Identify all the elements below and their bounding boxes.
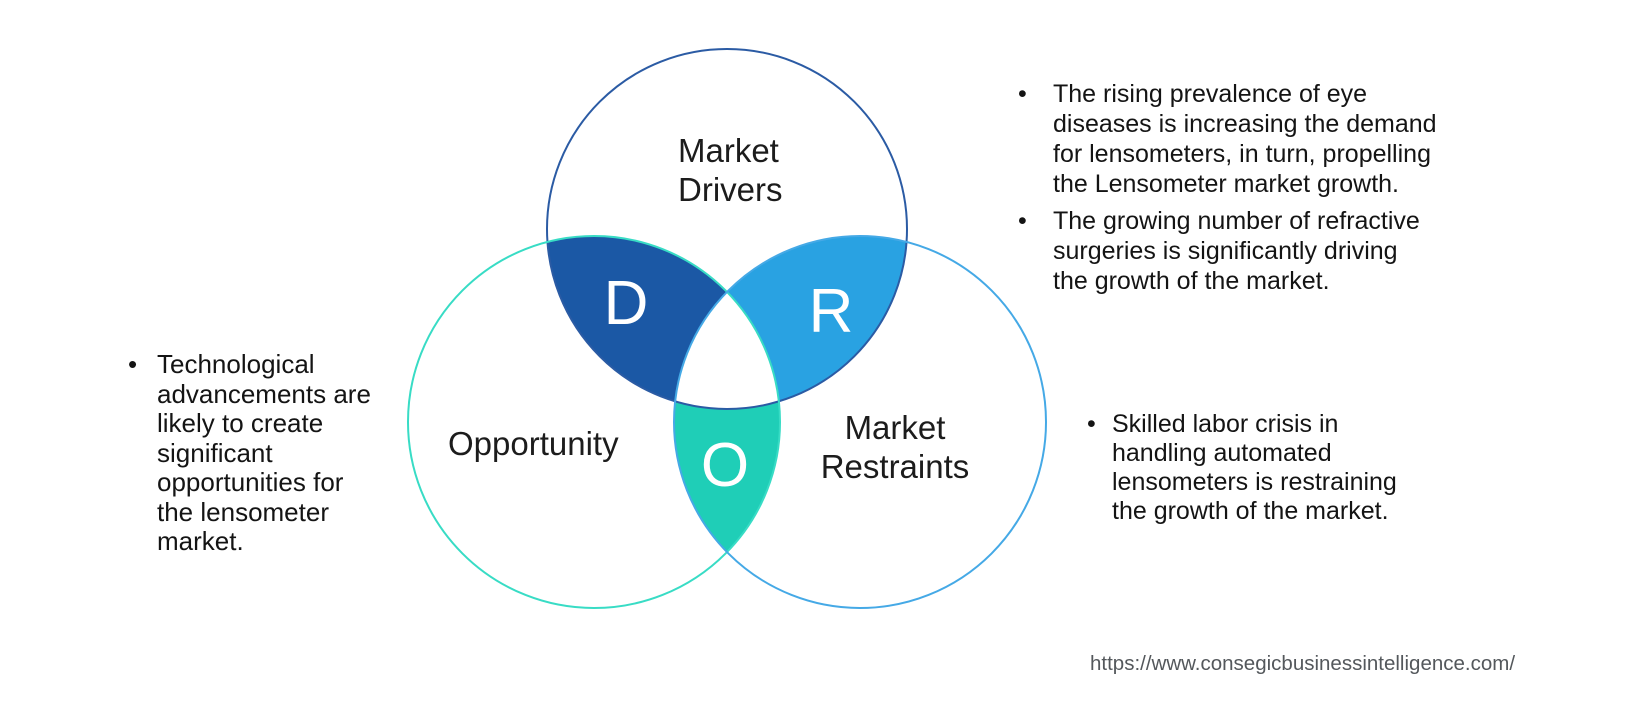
bullet-icon: •: [1018, 207, 1027, 235]
restraints-letter: R: [809, 277, 854, 346]
restraints-label: Market Restraints: [820, 409, 970, 485]
list-item: • The growing number of refractive surge…: [1018, 206, 1488, 296]
list-item: • The rising prevalence of eye diseases …: [1018, 79, 1488, 199]
restraints-notes: • Skilled labor crisis in handling autom…: [1087, 410, 1447, 526]
drivers-label: Market Drivers: [678, 132, 783, 208]
opportunity-circle: [407, 235, 781, 609]
opportunity-bullet-text: Technological advancements are likely to…: [157, 349, 371, 556]
opportunity-letter: O: [701, 431, 749, 500]
drivers-circle: [546, 48, 908, 410]
drivers-opportunity-overlap: [547, 236, 780, 409]
restraint-bullet-text: Skilled labor crisis in handling automat…: [1112, 410, 1397, 525]
list-item: • Skilled labor crisis in handling autom…: [1087, 410, 1447, 526]
restraints-circle: [673, 235, 1047, 609]
bullet-icon: •: [128, 349, 138, 379]
bullet-icon: •: [1018, 80, 1027, 108]
driver-bullet-text: The growing number of refractive surgeri…: [1053, 207, 1420, 295]
source-url: https://www.consegicbusinessintelligence…: [1090, 652, 1516, 675]
opportunity-label: Opportunity: [448, 425, 619, 462]
bullet-icon: •: [1087, 410, 1096, 438]
drivers-notes: • The rising prevalence of eye diseases …: [1018, 79, 1488, 296]
list-item: • Technological advancements are likely …: [128, 349, 388, 557]
drivers-letter: D: [604, 269, 649, 338]
driver-bullet-text: The rising prevalence of eye diseases is…: [1053, 80, 1437, 198]
drivers-restraints-overlap: [674, 236, 907, 409]
opportunity-notes: • Technological advancements are likely …: [128, 349, 388, 557]
